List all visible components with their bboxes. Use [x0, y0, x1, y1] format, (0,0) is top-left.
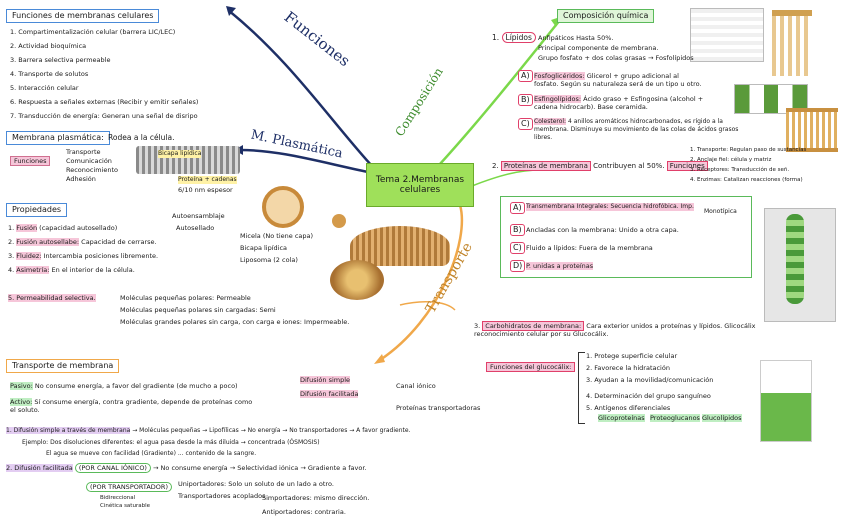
simportadores: Simportadores: mismo dirección. [262, 494, 370, 502]
protein-letter-c: C) [510, 242, 525, 254]
difusion-facilitada: 2. Difusión facilitada (POR CANAL IÓNICO… [6, 463, 367, 473]
propiedad-item: 1. Fusión (capacidad autosellado) [8, 224, 118, 232]
transporte-type: Difusión simple [300, 376, 351, 384]
transporte-activo: Activo: Sí consume energía, contra gradi… [10, 398, 253, 414]
structure-label: Micela (No tiene capa) [240, 232, 314, 240]
lipid-letter-c: C) [518, 118, 533, 130]
carbohidratos-row: 3. Carbohidratos de membrana: Cara exter… [474, 321, 756, 338]
protein-types-box [500, 196, 752, 278]
funciones-title: Funciones de membranas celulares [6, 9, 160, 23]
membrane-label-proteina: Proteína + cadenas [178, 176, 237, 184]
glycocalyx-illustration [760, 360, 812, 442]
propiedad-item: 2. Fusión autosellabe: Capacidad de cerr… [8, 238, 157, 246]
transporte-type2: Canal iónico [396, 382, 436, 390]
propiedad-item: 3. Fluidez: Intercambia posiciones libre… [8, 252, 159, 260]
funcion-item: 5. Interacción celular [10, 84, 79, 92]
transportadores-acoplados: Transportadores acoplados [178, 492, 266, 500]
membrane-label-espesor: 6/10 nm espesor [178, 186, 233, 194]
funcion-item: 3. Barrera selectiva permeable [10, 56, 111, 64]
protein-type-d: P. unidas a proteínas [526, 262, 594, 270]
membrana-fn-item: Adhesión [66, 175, 96, 183]
transporte-title: Transporte de membrana [6, 359, 120, 373]
lipid-type-b: Esfingolípidos: Ácido graso + Esfingosin… [534, 95, 704, 111]
funcion-item: 7. Transducción de energía: Generan una … [10, 112, 198, 120]
bilayer-illustration [786, 108, 838, 152]
protein-side-label: Monotípica [704, 208, 737, 215]
propiedad-item: 4. Asimetría: En el interior de la célul… [8, 266, 135, 274]
micelle-3d-illustration [330, 260, 384, 300]
glucocalix-sub: Glicoproteínas [598, 414, 645, 422]
funcion-item: 1. Compartimentalización celular (barrer… [10, 28, 176, 36]
glucocalix-sub: Proteoglucanos [650, 414, 700, 422]
transporte-type: Difusión facilitada [300, 390, 359, 398]
central-topic: Tema 2.Membranas celulares [366, 163, 474, 207]
funcion-item: 4. Transporte de solutos [10, 70, 89, 78]
composicion-title: Composición química [557, 9, 655, 23]
permeabilidad-key: 5. Permeabilidad selectiva. [8, 294, 96, 302]
membrana-fn-item: Comunicación [66, 157, 112, 165]
lipidos-line: Anfipáticos Hasta 50%. [538, 34, 614, 42]
difusion-simple: 1. Difusión simple a través de membrana … [6, 427, 411, 434]
propiedad-side: Autoensamblaje [172, 212, 225, 220]
permeabilidad-line: Moléculas grandes polares sin carga, con… [120, 318, 350, 326]
transporte-sub: Cinética saturable [100, 503, 150, 509]
proteina-fn-item: 2. Anclaje fiel: célula y matriz [690, 157, 772, 163]
phospholipid-diagram [690, 8, 764, 62]
lipid-type-c: Colesterol: 4 anillos aromáticos hidroca… [534, 118, 739, 141]
protein-type-a: Transmembrana Integrales: Secuencia hidr… [526, 203, 694, 211]
transporte-type2: Proteínas transportadoras [396, 404, 481, 412]
protein-letter-d: D) [510, 260, 526, 272]
funcion-item: 2. Actividad bioquímica [10, 42, 87, 50]
propiedad-side: Autosellado [176, 224, 215, 232]
protein-type-b: Ancladas con la membrana: Unido a otra c… [526, 226, 679, 234]
glucocalix-bracket [578, 352, 585, 424]
lipid-type-a: Fosfoglicéridos: Glicerol + grupo adicio… [534, 72, 702, 88]
difusion-ejemplo2: El agua se mueve con facilidad (Gradient… [46, 450, 257, 457]
propiedades-title: Propiedades [6, 203, 68, 217]
membrana-fn-item: Transporte [66, 148, 101, 156]
por-transportador: (POR TRANSPORTADOR) [86, 482, 172, 492]
proteina-fn-item: 4. Enzimas: Catalizan reacciones (forma) [690, 177, 803, 183]
protein-type-c: Fluido a lípidos: Fuera de la membrana [526, 244, 653, 252]
permeabilidad-line: Moléculas pequeñas polares: Permeable [120, 294, 251, 302]
transporte-sub: Bidireccional [100, 495, 136, 501]
difusion-ejemplo: Ejemplo: Dos disoluciones diferentes: el… [22, 439, 320, 446]
lipidos-line: Grupo fosfato + dos colas grasas → Fosfo… [538, 54, 694, 62]
proteinas-row: 2. Proteínas de membrana Contribuyen al … [492, 161, 708, 171]
membrana-funciones-label: Funciones [10, 156, 51, 166]
transporte-pasivo: Pasivo: No consume energía, a favor del … [10, 382, 238, 390]
structure-label: Bicapa lipídica [240, 244, 288, 252]
glucocalix-item: 4. Determinación del grupo sanguíneo [586, 392, 711, 400]
membrana-fn-item: Reconocimiento [66, 166, 119, 174]
glucocalix-item: 1. Protege superficie celular [586, 352, 678, 360]
micelle-icon [332, 214, 346, 228]
lipid-letter-b: B) [518, 94, 533, 106]
liposome-illustration [350, 226, 450, 266]
glucocalix-item: 3. Ayudan a la movilidad/comunicación [586, 376, 714, 384]
glucocalix-title: Funciones del glucocálix: [486, 362, 576, 372]
lipidos-row: 1. Lípidos [492, 32, 536, 43]
permeabilidad-line: Moléculas pequeñas polares sin cargadas:… [120, 306, 276, 314]
glucocalix-item: 2. Favorece la hidratación [586, 364, 670, 372]
membrane-label-bicapa: Bicapa lipídica [158, 150, 202, 158]
protein-letter-b: B) [510, 224, 525, 236]
protein-coil-icon [786, 214, 804, 304]
proteina-fn-item: 3. Receptores: Transducción de señ. [690, 167, 790, 173]
vesicle-icon [262, 186, 304, 228]
phospholipid-icon [772, 10, 812, 76]
uniportadores: Uniportadores: Solo un soluto de un lado… [178, 480, 334, 488]
glucocalix-item: 5. Antígenos diferenciales [586, 404, 671, 412]
lipidos-line: Principal componente de membrana. [538, 44, 659, 52]
glucocalix-sub: Glucolípidos [702, 414, 742, 422]
structure-label: Liposoma (2 cola) [240, 256, 298, 264]
lipid-letter-a: A) [518, 70, 533, 82]
funcion-item: 6. Respuesta a señales externas (Recibir… [10, 98, 199, 106]
antiportadores: Antiportadores: contraria. [262, 508, 346, 516]
membrana-title: Membrana plasmática: [6, 131, 110, 145]
proteina-fn-item: 1. Transporte: Regulan paso de sustancia… [690, 147, 807, 153]
membrana-subtitle: Rodea a la célula. [108, 133, 175, 142]
protein-letter-a: A) [510, 202, 525, 214]
